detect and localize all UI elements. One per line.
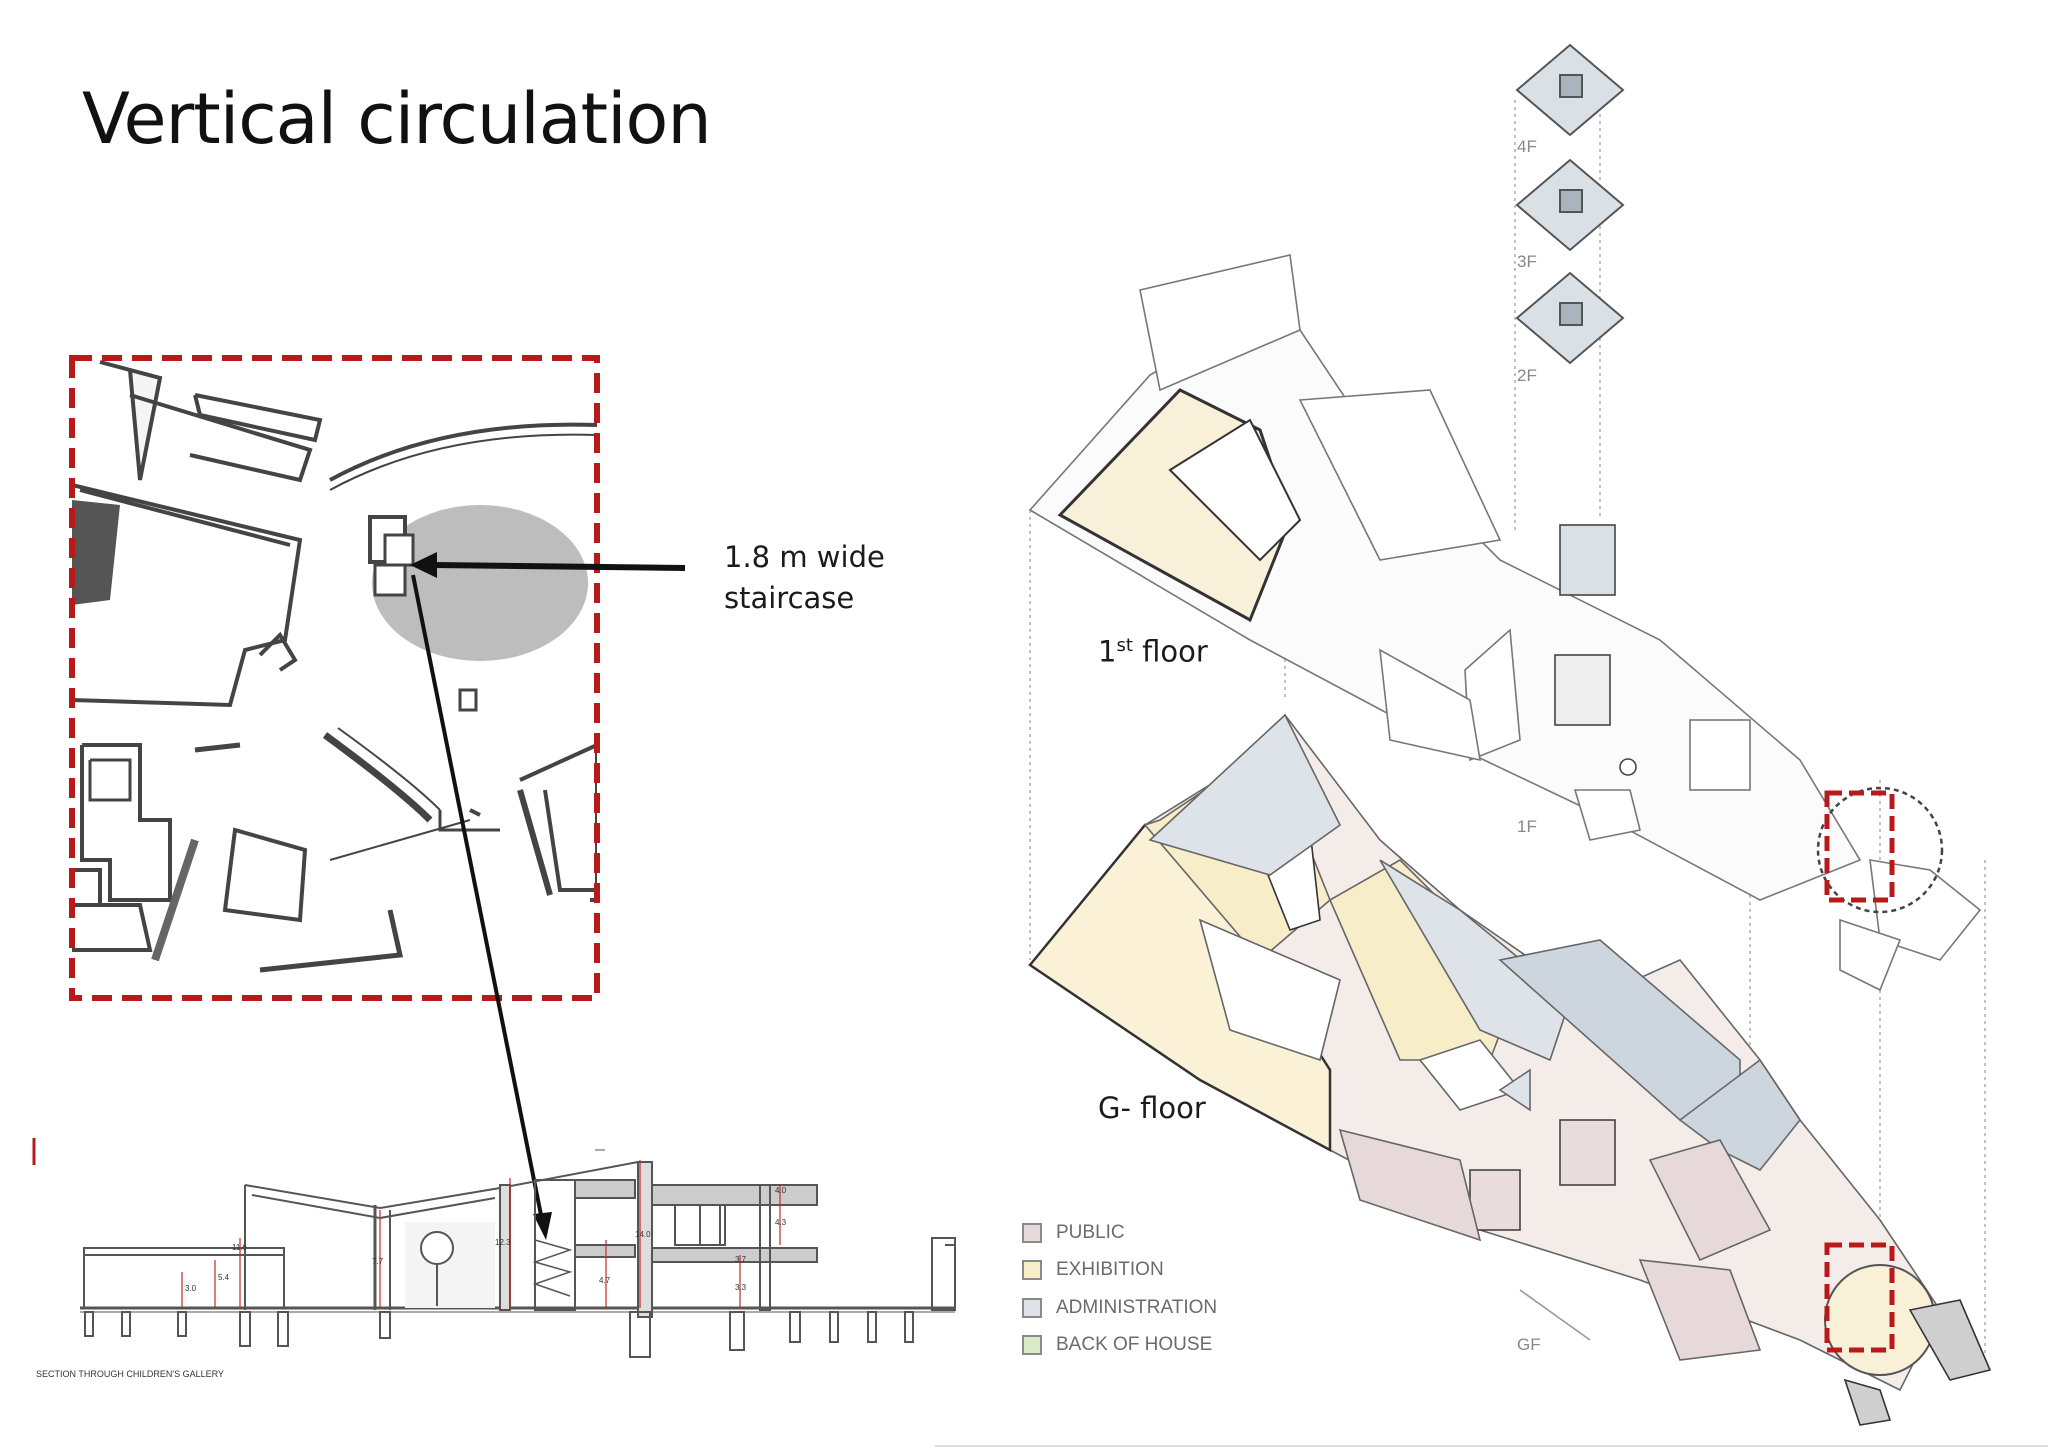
legend-label: BACK OF HOUSE bbox=[1056, 1334, 1213, 1356]
plan-label-3f: 3F bbox=[1517, 252, 1537, 271]
zoomed-plan bbox=[69, 355, 600, 1001]
dim-label: 3.3 bbox=[735, 1283, 747, 1292]
legend: PUBLIC EXHIBITION ADMINISTRATION BACK OF… bbox=[1022, 1214, 1217, 1364]
ground-floor-label: G- floor bbox=[1098, 1091, 1206, 1125]
dim-label: 4.0 bbox=[775, 1186, 787, 1195]
dim-label: 5.4 bbox=[218, 1273, 230, 1282]
legend-swatch bbox=[1022, 1335, 1042, 1356]
tower-floors bbox=[1515, 43, 1625, 365]
plan-label-gf: GF bbox=[1517, 1335, 1541, 1354]
dim-label: 11.6 bbox=[232, 1243, 248, 1252]
building-section bbox=[32, 1138, 956, 1358]
first-floor-superscript: st bbox=[1116, 635, 1133, 656]
slide-title: Vertical circulation bbox=[82, 78, 712, 160]
ground-floor-plan bbox=[1028, 713, 1992, 1426]
staircase-annotation: 1.8 m wide staircase bbox=[724, 537, 885, 619]
plan-label-4f: 4F bbox=[1517, 137, 1537, 156]
first-floor-word: floor bbox=[1132, 634, 1208, 669]
dim-label: 7.7 bbox=[372, 1257, 384, 1266]
legend-swatch bbox=[1022, 1260, 1042, 1281]
dim-label: 3.7 bbox=[735, 1255, 747, 1264]
stair-highlight-gf bbox=[1824, 1242, 1895, 1353]
staircase-width-label: 1.8 m wide bbox=[724, 540, 885, 574]
legend-item-exhibition: EXHIBITION bbox=[1022, 1252, 1217, 1290]
legend-item-back-of-house: BACK OF HOUSE bbox=[1022, 1327, 1217, 1365]
section-caption: SECTION THROUGH CHILDREN'S GALLERY bbox=[36, 1369, 224, 1379]
dim-label: 4.7 bbox=[599, 1276, 611, 1285]
dim-label: 12.3 bbox=[495, 1238, 511, 1247]
plan-label-2f: 2F bbox=[1517, 366, 1537, 385]
legend-swatch bbox=[1022, 1297, 1042, 1318]
legend-label: ADMINISTRATION bbox=[1056, 1296, 1218, 1318]
legend-item-public: PUBLIC bbox=[1022, 1214, 1217, 1252]
first-floor-number: 1 bbox=[1098, 634, 1117, 669]
legend-swatch bbox=[1022, 1222, 1042, 1243]
section-dimensions: 3.0 5.4 11.6 7.7 12.3 4.7 14.0 3.7 4.3 3… bbox=[185, 1186, 787, 1293]
legend-label: PUBLIC bbox=[1056, 1221, 1125, 1243]
staircase-label: staircase bbox=[724, 581, 855, 615]
arrow-to-section bbox=[411, 574, 552, 1240]
legend-item-administration: ADMINISTRATION bbox=[1022, 1289, 1217, 1327]
first-floor-plan bbox=[1028, 254, 1982, 992]
stair-highlight-1f bbox=[1824, 790, 1895, 903]
plan-label-1f: 1F bbox=[1517, 817, 1537, 836]
arrow-to-stair bbox=[410, 552, 686, 578]
legend-label: EXHIBITION bbox=[1056, 1259, 1164, 1281]
first-floor-label: 1st floor bbox=[1098, 625, 1208, 673]
dim-label: 14.0 bbox=[635, 1230, 651, 1239]
floor-plans: 4F 3F 2F 1F bbox=[1028, 43, 1992, 1426]
dim-label: 4.3 bbox=[775, 1218, 787, 1227]
dim-label: 3.0 bbox=[185, 1284, 197, 1293]
